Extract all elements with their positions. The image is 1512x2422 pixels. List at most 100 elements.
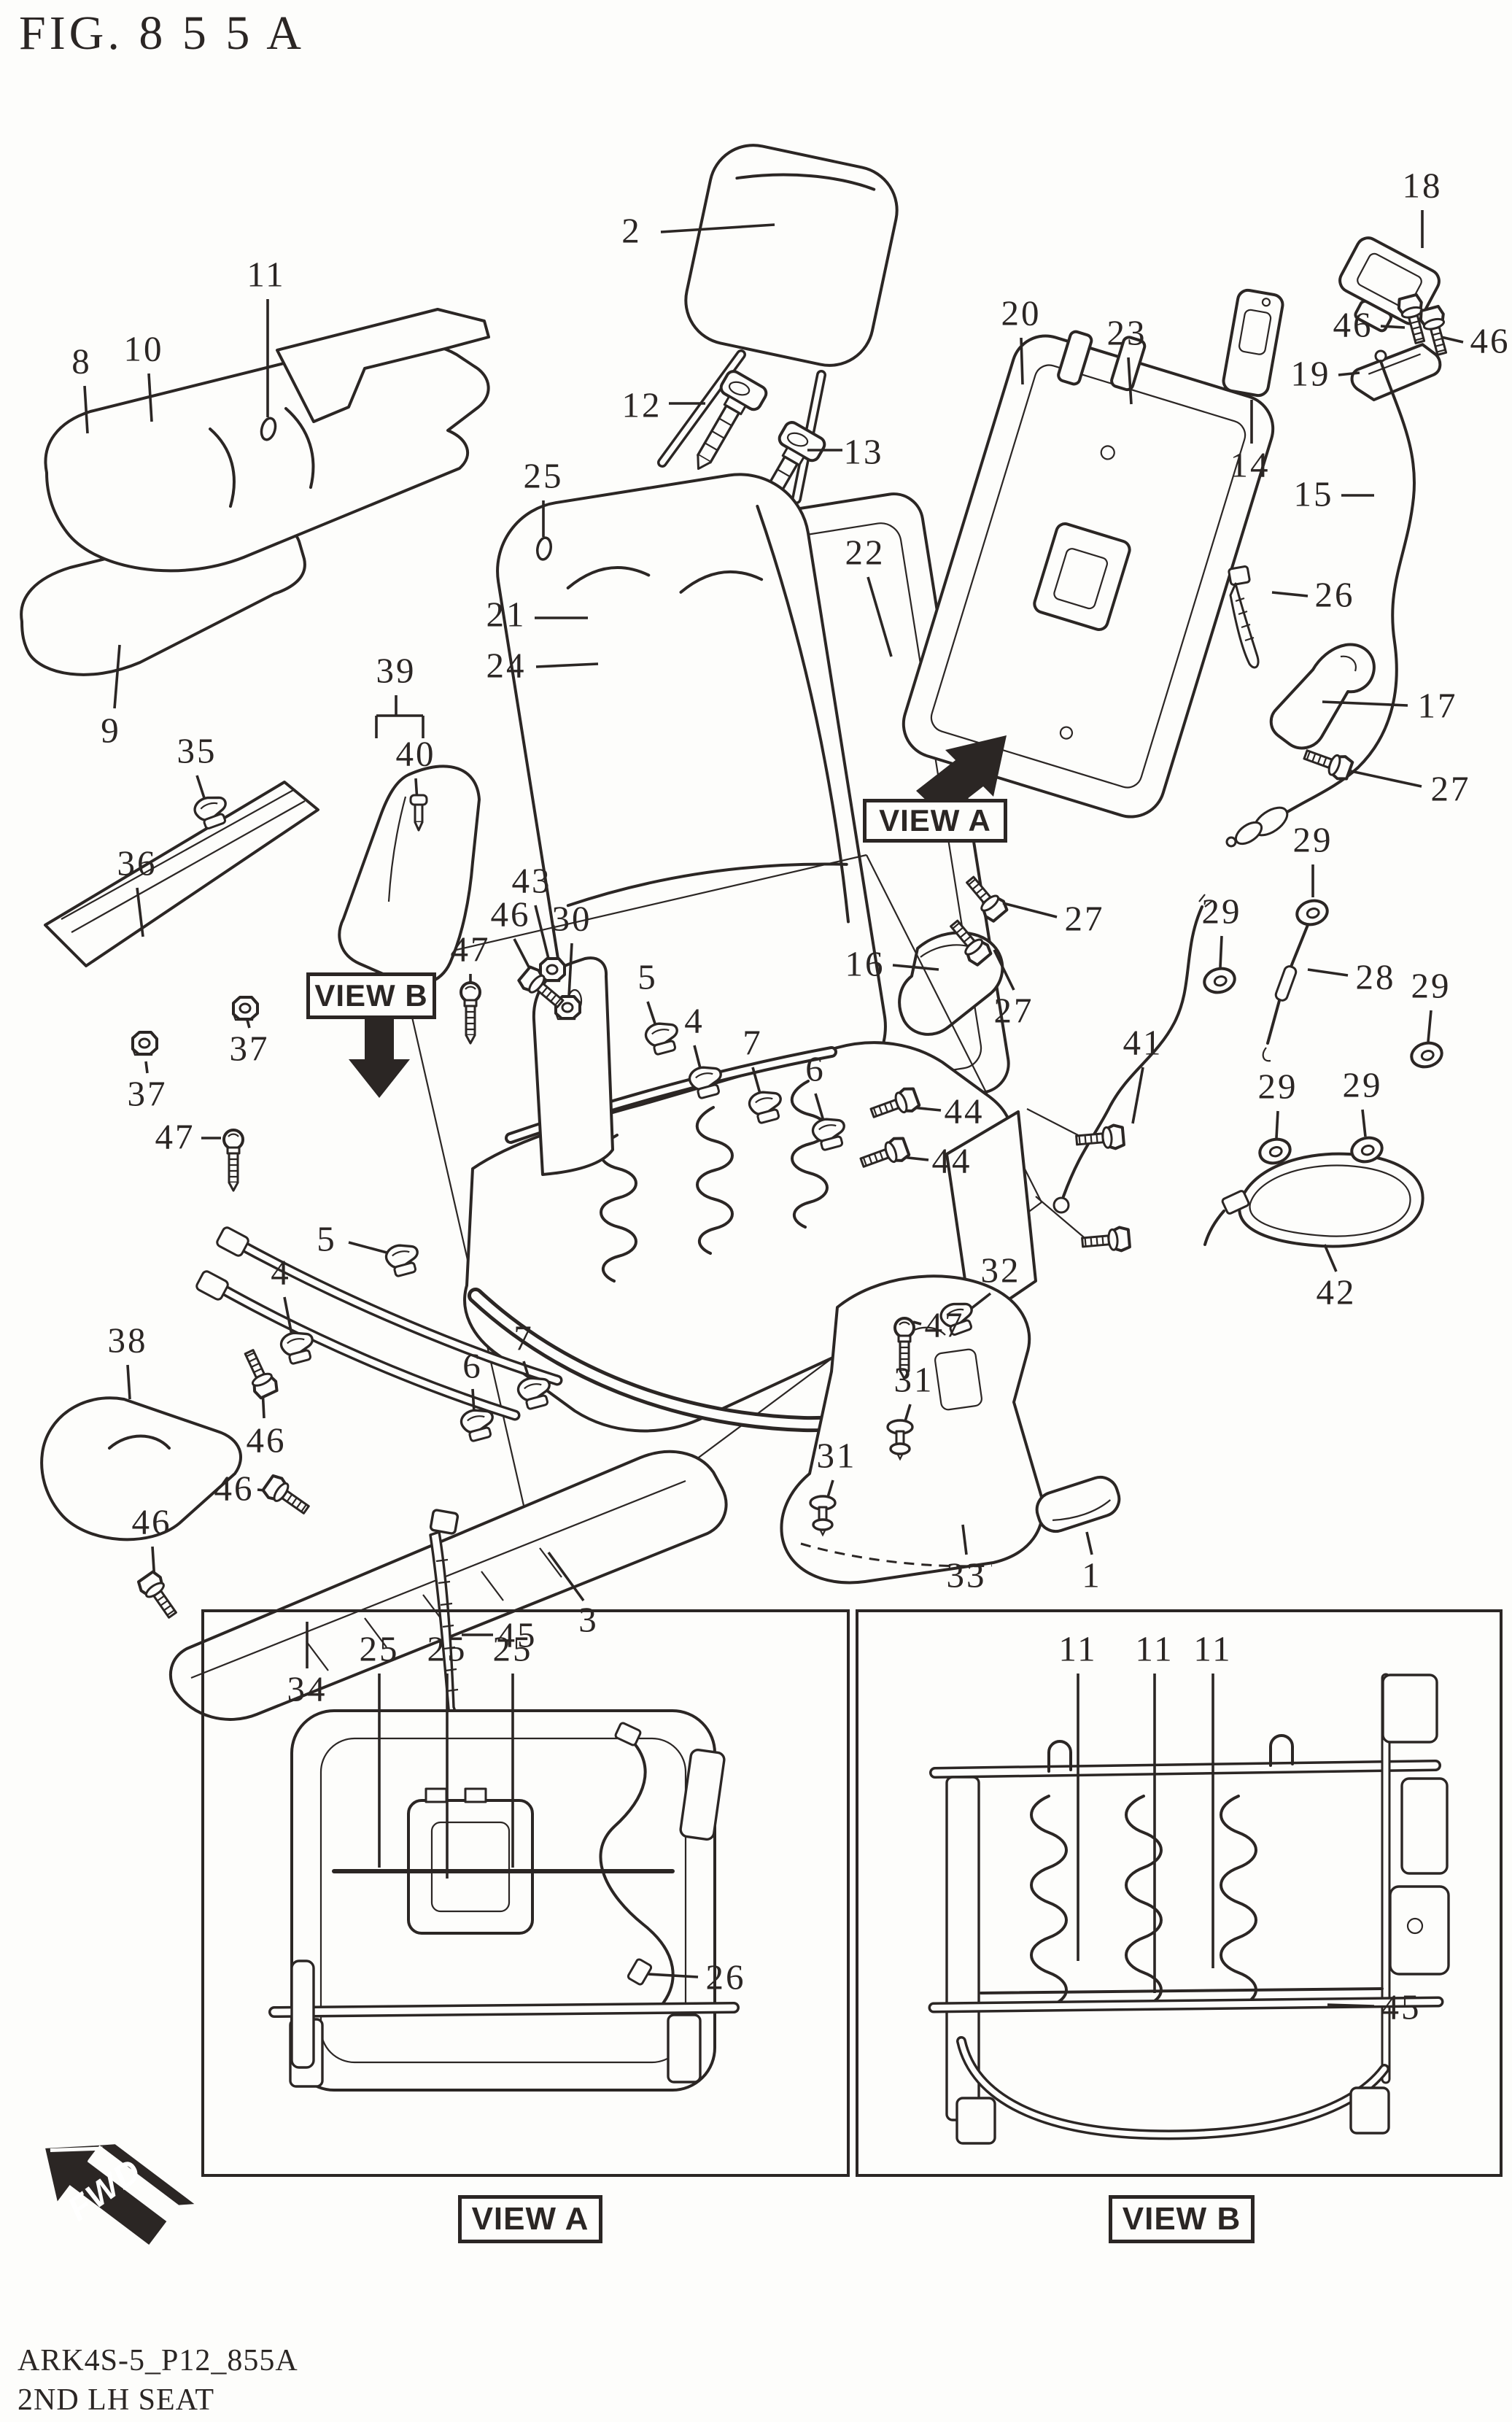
leader-line-20 xyxy=(1020,337,1024,385)
part-callout-21: 21 xyxy=(486,594,527,635)
leader-line-16 xyxy=(892,964,939,971)
part-callout-46: 46 xyxy=(214,1468,255,1509)
leader-line-45 xyxy=(1327,2003,1375,2008)
part-callout-29: 29 xyxy=(1201,891,1242,932)
grommet-icon xyxy=(1200,964,1239,997)
view-a-content xyxy=(268,1709,740,2092)
part-callout-17: 17 xyxy=(1417,685,1458,726)
part-callout-3: 3 xyxy=(578,1599,599,1640)
part-callout-37: 37 xyxy=(229,1028,270,1069)
cable-tie-45 xyxy=(429,1509,461,1725)
part-callout-24: 24 xyxy=(486,645,527,686)
leader-line-38 xyxy=(126,1364,131,1400)
clip-icon xyxy=(514,1372,556,1412)
part-callout-33: 33 xyxy=(946,1555,987,1595)
part-callout-45: 45 xyxy=(497,1614,538,1655)
grommet-icon xyxy=(1347,1133,1387,1166)
leader-line-46 xyxy=(1380,325,1406,329)
part-callout-31: 31 xyxy=(893,1359,934,1400)
part-callout-46: 46 xyxy=(131,1501,172,1542)
leader-line-29 xyxy=(1427,1010,1432,1042)
leader-line-4 xyxy=(283,1296,293,1336)
part-callout-36: 36 xyxy=(117,843,158,883)
pin31-icon xyxy=(886,1419,914,1460)
leader-line-29 xyxy=(1275,1110,1279,1139)
grommet-icon xyxy=(1407,1038,1446,1072)
grommet-icon xyxy=(1255,1134,1295,1168)
bracket-38 xyxy=(40,1396,242,1541)
leader-line-43 xyxy=(534,905,550,959)
view-b-caption-label: VIEW B xyxy=(1122,2201,1241,2237)
leader-line-36 xyxy=(136,887,144,937)
leader-line-29 xyxy=(1219,935,1223,968)
nut-icon xyxy=(232,996,259,1021)
part-callout-41: 41 xyxy=(1123,1022,1163,1063)
part-callout-29: 29 xyxy=(1292,819,1333,860)
part-callout-4: 4 xyxy=(684,1000,705,1041)
clip-icon xyxy=(190,791,233,832)
detail-box-view-b xyxy=(856,1609,1503,2177)
leader-line-33 xyxy=(961,1524,968,1555)
part-callout-30: 30 xyxy=(551,898,592,939)
view-b-content xyxy=(928,1673,1450,2145)
clip-icon xyxy=(382,1239,424,1280)
leader-line-42 xyxy=(1323,1244,1338,1272)
part-callout-44: 44 xyxy=(944,1091,985,1131)
cable-tie-26 xyxy=(1228,565,1260,669)
leader-line-10 xyxy=(147,373,153,422)
leader-line-1 xyxy=(1085,1531,1093,1555)
part-callout-27: 27 xyxy=(1064,898,1105,939)
switch-14 xyxy=(1222,288,1284,398)
part-callout-25: 25 xyxy=(492,1628,533,1669)
latch-17 xyxy=(1269,643,1376,784)
leader-line-17 xyxy=(1322,700,1408,707)
grommet-icon xyxy=(1292,896,1332,929)
part-callout-32: 32 xyxy=(980,1250,1021,1291)
leader-line-29 xyxy=(1361,1109,1367,1137)
leader-line-5 xyxy=(348,1241,390,1255)
part-callout-6: 6 xyxy=(805,1048,826,1089)
part-callout-46: 46 xyxy=(490,894,531,935)
view-b-arrow xyxy=(349,1015,410,1098)
seat-cushion-group xyxy=(20,308,490,676)
view-a-caption-label: VIEW A xyxy=(471,2201,589,2237)
leader-line-28 xyxy=(1307,968,1349,977)
part-callout-22: 22 xyxy=(845,532,885,573)
leader-line-27 xyxy=(1002,902,1058,918)
hook-icon xyxy=(257,415,279,443)
view-b-caption: VIEW B xyxy=(1109,2195,1255,2243)
leader-line-6 xyxy=(471,1388,476,1413)
leader-line-22 xyxy=(867,576,893,657)
leader-line-9 xyxy=(113,644,121,709)
part-callout-20: 20 xyxy=(1001,293,1042,333)
cable-42-loop xyxy=(1203,1152,1424,1248)
part-callout-11: 11 xyxy=(1058,1628,1098,1669)
part-callout-11: 11 xyxy=(247,254,286,295)
clip-icon xyxy=(809,1113,850,1153)
part-callout-29: 29 xyxy=(1411,965,1451,1006)
part-callout-2: 2 xyxy=(621,210,642,251)
pocket-lid-1 xyxy=(1035,1475,1121,1533)
part-callout-46: 46 xyxy=(1470,320,1511,361)
part-callout-45: 45 xyxy=(1381,1986,1422,2027)
leader-line-7 xyxy=(522,1361,531,1381)
part-callout-25: 25 xyxy=(523,455,564,496)
figure-title: FIG. 8 5 5 A xyxy=(19,7,305,60)
leader-line-27 xyxy=(1350,770,1422,788)
part-callout-26: 26 xyxy=(705,1957,746,1997)
pin31-icon xyxy=(809,1495,837,1536)
clip-icon xyxy=(745,1086,787,1126)
view-a-tag: VIEW A xyxy=(863,799,1007,843)
part-callout-9: 9 xyxy=(101,710,121,751)
part-callout-28: 28 xyxy=(1355,956,1396,997)
part-callout-15: 15 xyxy=(1293,473,1334,514)
clip-icon xyxy=(277,1327,319,1367)
clip-icon xyxy=(686,1061,727,1102)
part-callout-11: 11 xyxy=(1193,1628,1233,1669)
leader-line-37 xyxy=(144,1061,149,1074)
part-callout-26: 26 xyxy=(1314,574,1355,615)
leader-line-19 xyxy=(1338,371,1360,376)
